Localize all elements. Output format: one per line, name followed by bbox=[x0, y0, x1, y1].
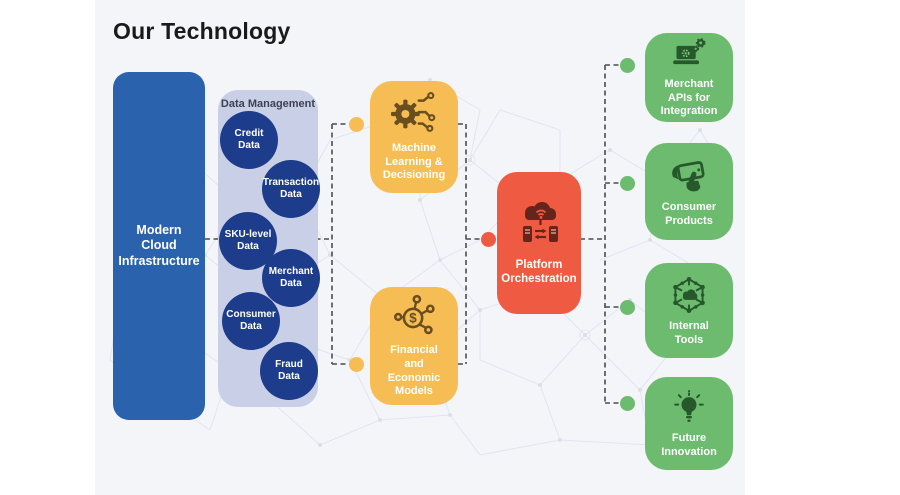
ml-node-dot bbox=[348, 116, 364, 132]
data-circle-consumer: Consumer Data bbox=[222, 292, 280, 350]
merchant-apis-label: Merchant APIs for Integration bbox=[660, 77, 718, 118]
transaction-data-label: Transaction Data bbox=[262, 176, 320, 201]
financial-models-label: Financial and Economic Models bbox=[387, 344, 441, 398]
cloud-sync-icon bbox=[523, 201, 558, 242]
data-circle-merchant: Merchant Data bbox=[262, 249, 320, 307]
data-circle-fraud: Fraud Data bbox=[260, 342, 318, 400]
modern-cloud-infrastructure-label: Modern Cloud Infrastructure bbox=[118, 222, 200, 268]
future-innovation-box: Future Innovation bbox=[645, 377, 733, 470]
data-circle-transaction: Transaction Data bbox=[262, 160, 320, 218]
consumer-products-label: Consumer Products bbox=[661, 200, 717, 227]
hexagon-network-icon bbox=[673, 276, 705, 313]
consumer-products-box: Consumer Products bbox=[645, 143, 733, 240]
platform-orchestration-label: Platform Orchestration bbox=[501, 258, 577, 285]
future-innovation-label: Future Innovation bbox=[661, 431, 717, 458]
data-management-label: Data Management bbox=[220, 98, 316, 110]
financial-models-box: $ Financial and Economic Models bbox=[370, 287, 458, 405]
phone-hand-icon bbox=[672, 160, 705, 192]
data-circle-credit: Credit Data bbox=[220, 111, 278, 169]
credit-data-label: Credit Data bbox=[234, 127, 264, 152]
lightbulb-icon bbox=[674, 389, 704, 422]
fraud-data-label: Fraud Data bbox=[275, 358, 303, 383]
platform-orchestration-box: Platform Orchestration bbox=[497, 172, 581, 314]
future-innovation-node-dot bbox=[619, 395, 635, 411]
laptop-gear-icon bbox=[673, 37, 706, 65]
merchant-apis-box: Merchant APIs for Integration bbox=[645, 33, 733, 122]
consumer-data-label: Consumer Data bbox=[226, 308, 276, 333]
consumer-products-node-dot bbox=[619, 175, 635, 191]
internal-tools-box: Internal Tools bbox=[645, 263, 733, 358]
internal-tools-label: Internal Tools bbox=[669, 319, 709, 346]
gear-circuit-icon bbox=[391, 91, 436, 132]
financial-node-dot bbox=[348, 356, 364, 372]
page-title: Our Technology bbox=[113, 18, 291, 44]
machine-learning-box: Machine Learning & Decisioning bbox=[370, 81, 458, 193]
machine-learning-label: Machine Learning & Decisioning bbox=[382, 141, 446, 182]
sku-level-data-label: SKU-level Data bbox=[224, 228, 272, 253]
merchant-apis-node-dot bbox=[619, 57, 635, 73]
merchant-data-label: Merchant Data bbox=[268, 265, 314, 290]
svg-text:$: $ bbox=[409, 311, 417, 326]
modern-cloud-infrastructure-box: Modern Cloud Infrastructure bbox=[113, 72, 205, 420]
platform-node-dot bbox=[480, 231, 496, 247]
internal-tools-node-dot bbox=[619, 299, 635, 315]
dollar-network-icon: $ bbox=[394, 294, 435, 335]
